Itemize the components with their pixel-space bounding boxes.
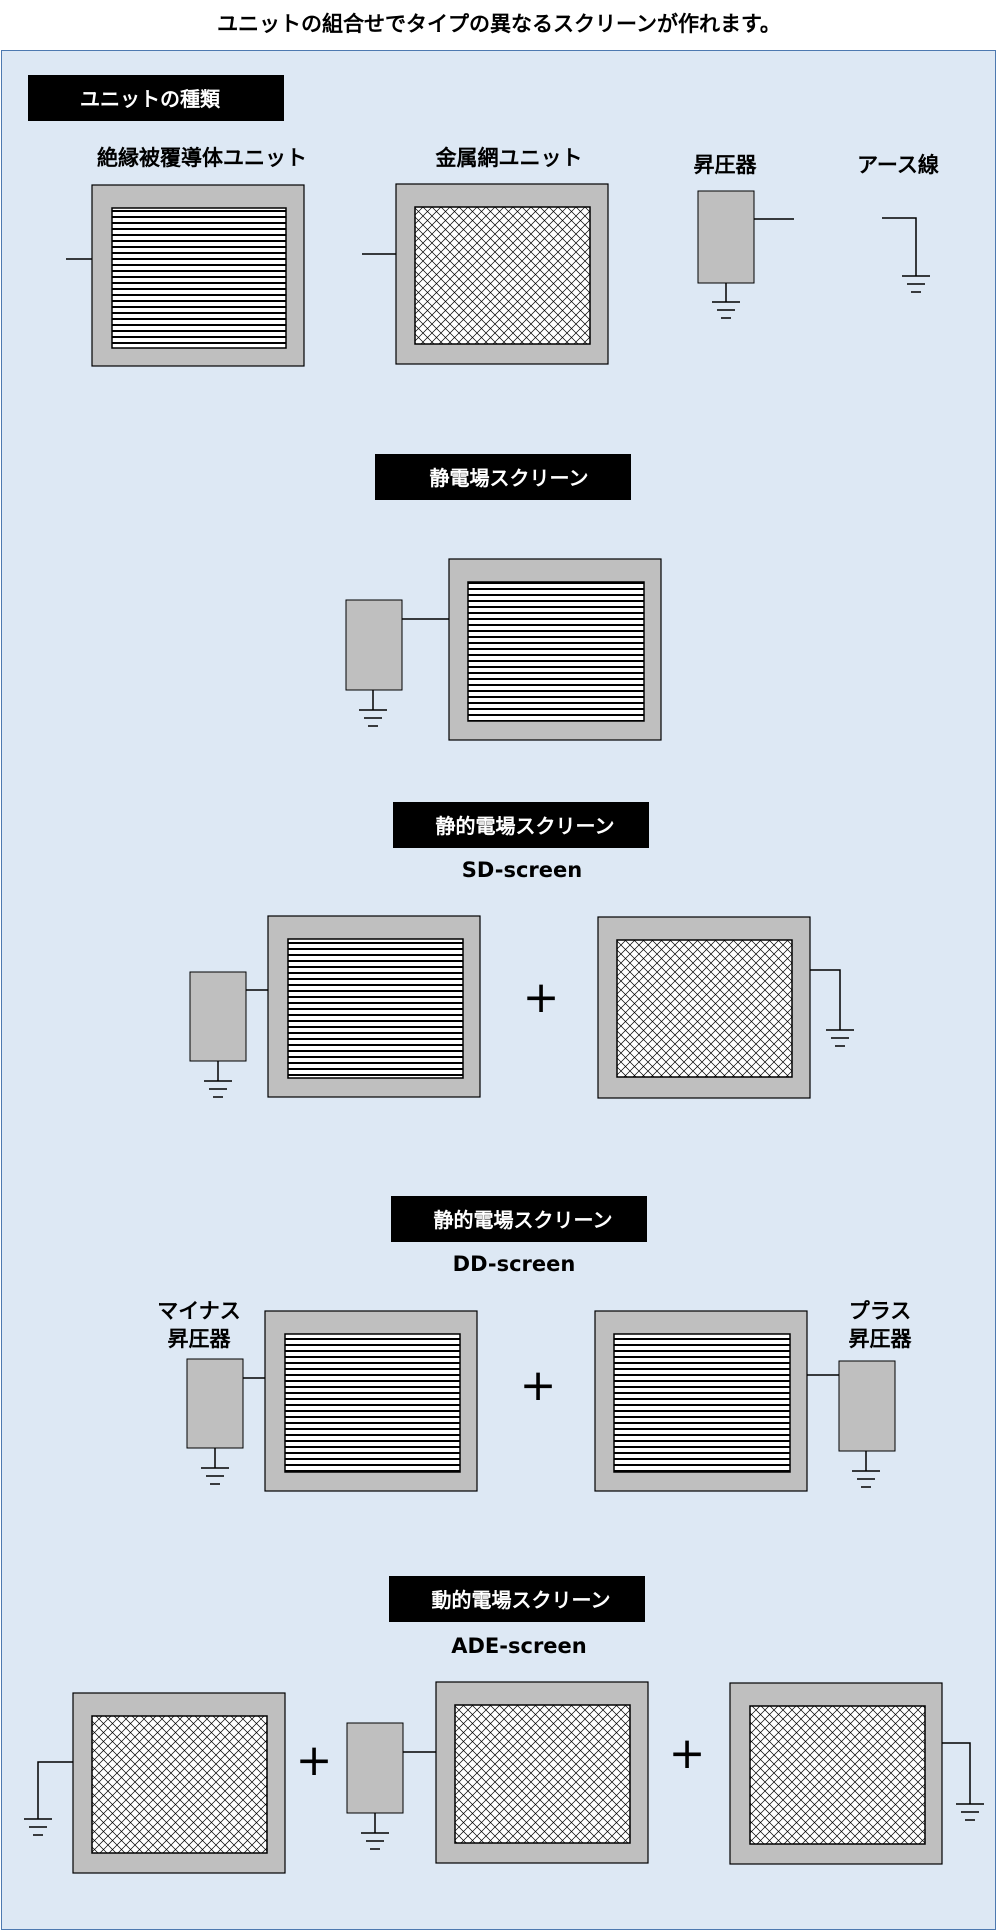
ade-left-earth-wire bbox=[24, 1761, 73, 1836]
dd-minus-transformer bbox=[186, 1358, 265, 1485]
sd-heading: 静的電場スクリーン bbox=[393, 802, 649, 848]
sd-heading-text: 静的電場スクリーン bbox=[436, 814, 615, 838]
ade-plus-sign-1: + bbox=[296, 1735, 333, 1786]
dd-right-insulated-unit bbox=[594, 1310, 808, 1492]
sd-subheading: SD-screen bbox=[462, 858, 582, 882]
ade-subheading: ADE-screen bbox=[451, 1634, 587, 1658]
insulated-unit bbox=[66, 184, 305, 367]
sd-earth-wire bbox=[810, 969, 854, 1047]
electrostatic-insulated-unit bbox=[448, 558, 662, 741]
sd-transformer bbox=[189, 971, 268, 1098]
ade-heading-text: 動的電場スクリーン bbox=[432, 1588, 611, 1612]
electrostatic-heading-text: 静電場スクリーン bbox=[430, 466, 589, 490]
dd-plus-label-line1: プラス bbox=[849, 1299, 912, 1323]
dd-heading-text: 静的電場スクリーン bbox=[434, 1208, 613, 1232]
earth-wire-label: アース線 bbox=[857, 153, 939, 177]
sd-insulated-unit bbox=[267, 915, 481, 1098]
mesh-unit bbox=[362, 183, 609, 365]
dd-subheading: DD-screen bbox=[453, 1252, 576, 1276]
electrostatic-heading: 静電場スクリーン bbox=[375, 454, 631, 500]
unit-types-heading: ユニットの種類 bbox=[28, 75, 284, 121]
dd-left-insulated-unit bbox=[264, 1310, 478, 1492]
sd-mesh-unit bbox=[597, 916, 811, 1099]
dd-minus-label-line1: マイナス bbox=[157, 1299, 241, 1323]
transformer-unit bbox=[697, 190, 794, 319]
ade-heading: 動的電場スクリーン bbox=[389, 1576, 645, 1622]
ade-right-earth-wire bbox=[942, 1742, 984, 1821]
transformer-label: 昇圧器 bbox=[694, 153, 758, 177]
ade-left-mesh-unit bbox=[72, 1692, 286, 1874]
dd-minus-label-line2: 昇圧器 bbox=[168, 1327, 232, 1351]
dd-heading: 静的電場スクリーン bbox=[391, 1196, 647, 1242]
dd-plus-sign: + bbox=[520, 1360, 557, 1411]
electrostatic-transformer bbox=[345, 599, 449, 727]
ade-plus-sign-2: + bbox=[669, 1728, 706, 1779]
page-title: ユニットの組合せでタイプの異なるスクリーンが作れます。 bbox=[217, 12, 781, 36]
sd-plus-sign: + bbox=[523, 972, 560, 1023]
mesh-unit-label: 金属網ユニット bbox=[435, 146, 583, 170]
ade-transformer bbox=[346, 1722, 436, 1850]
dd-plus-label-line2: 昇圧器 bbox=[849, 1327, 913, 1351]
unit-types-heading-text: ユニットの種類 bbox=[80, 87, 221, 111]
insulated-unit-label: 絶縁被覆導体ユニット bbox=[97, 146, 307, 170]
ade-right-mesh-unit bbox=[729, 1682, 943, 1865]
earth-wire bbox=[882, 217, 930, 293]
dd-plus-transformer bbox=[807, 1360, 896, 1488]
ade-center-mesh-unit bbox=[435, 1681, 649, 1864]
